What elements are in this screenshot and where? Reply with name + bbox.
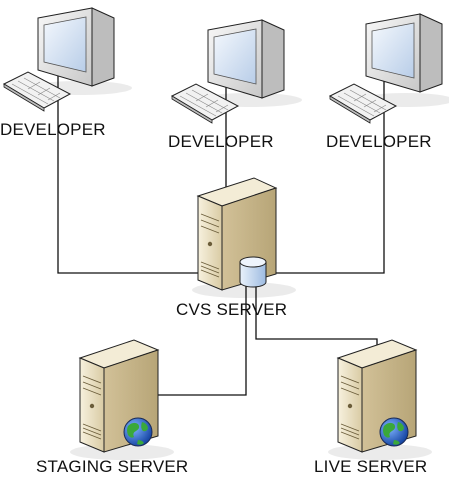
cvs-server-icon: [192, 177, 296, 298]
staging-server-label: STAGING SERVER: [36, 457, 189, 476]
developer-3-computer-icon: [328, 13, 449, 124]
cvs-server-label: CVS SERVER: [176, 300, 288, 319]
developer-2-label: DEVELOPER: [168, 132, 274, 151]
globe-icon: [379, 417, 409, 447]
connections: [57, 62, 385, 396]
globe-icon: [123, 417, 153, 447]
live-server-icon: [328, 339, 432, 460]
developer-3-label: DEVELOPER: [326, 132, 432, 151]
connector-developer-3-to-cvs-server: [266, 62, 385, 274]
connector-developer-1-to-cvs-server: [57, 62, 242, 274]
database-icon: [239, 256, 267, 288]
developer-1-label: DEVELOPER: [0, 120, 106, 139]
developer-1-computer-icon: [2, 7, 132, 112]
staging-server-icon: [70, 339, 174, 460]
developer-2-computer-icon: [170, 19, 302, 124]
live-server-label: LIVE SERVER: [314, 457, 428, 476]
connector-cvs-server-to-staging-server: [122, 285, 247, 396]
